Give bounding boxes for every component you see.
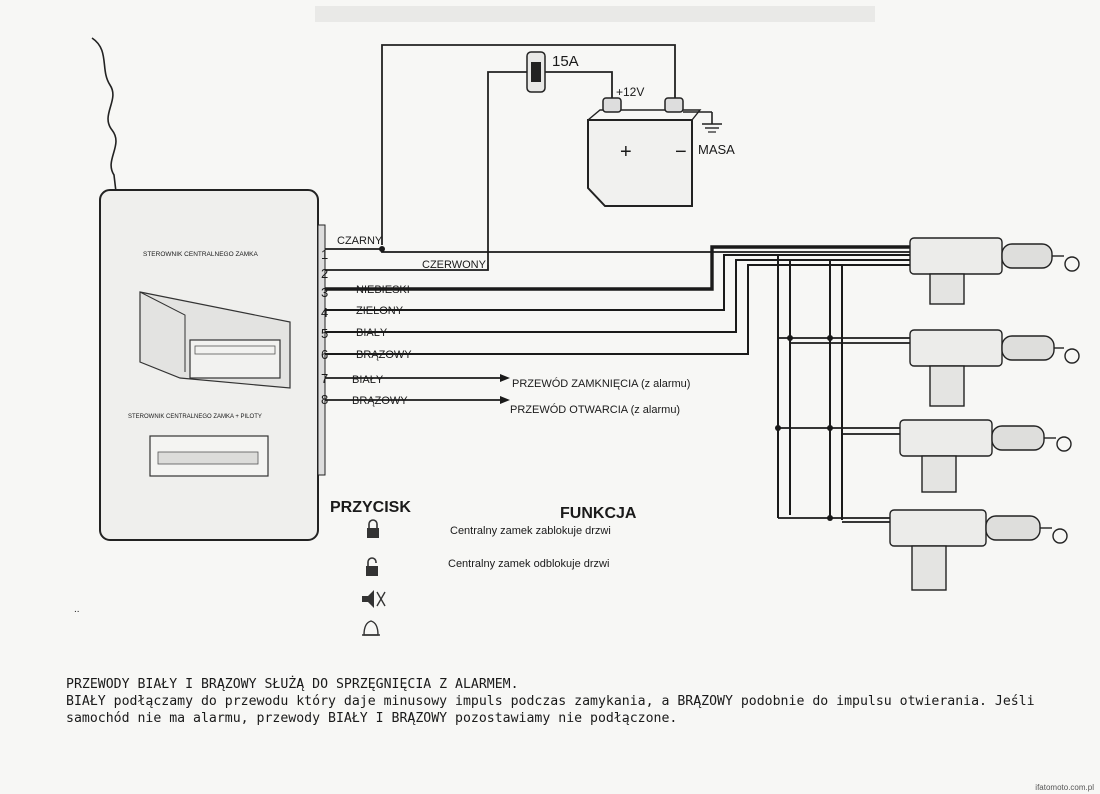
wire-number-5: 5: [321, 326, 328, 341]
speaker-mute-icon: [362, 590, 386, 608]
module-drawing: [139, 291, 291, 389]
margin-mark: ..: [74, 604, 80, 615]
function-row-1: Centralny zamek zablokuje drzwi: [450, 525, 611, 537]
wire-label-6: BRĄZOWY: [356, 349, 412, 361]
wire-label-1: CZARNY: [337, 235, 383, 247]
wire-number-4: 4: [321, 305, 328, 320]
fuse-label: 15A: [552, 53, 579, 70]
fuse: [526, 51, 546, 93]
wire-number-3: 3: [321, 285, 328, 300]
battery-voltage-label: +12V: [616, 85, 644, 99]
wire-destination-8: PRZEWÓD OTWARCIA (z alarmu): [510, 403, 680, 416]
function-table: PRZYCISK FUNKCJA Centralny zamek zabloku…: [330, 499, 637, 636]
wire-label-7: BIAŁY: [352, 374, 384, 386]
col-function-header: FUNKCJA: [560, 505, 637, 522]
battery: [587, 97, 702, 207]
wire-label-4: ZIELONY: [356, 305, 404, 317]
note-line-3: samochód nie ma alarmu, przewody BIAŁY I…: [66, 711, 678, 726]
door-actuators: [889, 237, 1080, 591]
note-line-2: BIAŁY podłączamy do przewodu który daje …: [66, 694, 1035, 709]
actuator-3: [899, 419, 1072, 493]
arrowheads: [500, 374, 510, 404]
wire-number-2: 2: [321, 266, 328, 281]
antenna-wire: [91, 37, 117, 193]
function-row-2: Centralny zamek odblokuje drzwi: [448, 558, 609, 570]
battery-positive-symbol: +: [620, 141, 632, 163]
control-module: STEROWNIK CENTRALNEGO ZAMKA STEROWNIK CE…: [99, 189, 326, 541]
bell-icon: [362, 620, 380, 636]
wire-labels: CZARNY CZERWONY NIEBIESKI ZIELONY BIAŁY …: [337, 235, 690, 416]
wire-label-5: BIAŁY: [356, 327, 388, 339]
watermark: ifatomoto.com.pl: [1035, 783, 1094, 792]
connector-drawing: [149, 435, 269, 477]
col-button-header: PRZYCISK: [330, 499, 411, 516]
note-line-1: PRZEWODY BIAŁY I BRĄZOWY SŁUŻĄ DO SPRZĘG…: [66, 677, 519, 692]
module-title-top: STEROWNIK CENTRALNEGO ZAMKA: [143, 251, 259, 258]
wire-number-1: 1: [321, 247, 328, 262]
ground-symbol: [683, 111, 722, 133]
actuator-2: [909, 329, 1080, 407]
junction-dots: [379, 246, 833, 521]
wire-destination-7: PRZEWÓD ZAMKNIĘCIA (z alarmu): [512, 377, 690, 390]
installation-note: PRZEWODY BIAŁY I BRĄZOWY SŁUŻĄ DO SPRZĘG…: [66, 676, 1076, 727]
wire-number-6: 6: [321, 347, 328, 362]
wire-number-8: 8: [321, 392, 328, 407]
padlock-open-icon: [366, 557, 378, 576]
wire-number-7: 7: [321, 371, 328, 386]
padlock-closed-icon: [367, 519, 379, 538]
actuator-1: [909, 237, 1080, 305]
header-smudge: [315, 6, 875, 22]
module-title-bottom: STEROWNIK CENTRALNEGO ZAMKA + PILOTY: [128, 414, 262, 420]
ground-label: MASA: [698, 142, 735, 157]
wire-numbers: 1 2 3 4 5 6 7 8: [321, 247, 328, 407]
actuator-4: [889, 509, 1068, 591]
battery-negative-symbol: −: [675, 141, 687, 163]
wire-label-8: BRĄZOWY: [352, 395, 408, 407]
wire-label-3: NIEBIESKI: [356, 284, 410, 296]
power-section: 15A +12V + − MASA: [381, 44, 735, 265]
wire-label-2: CZERWONY: [422, 259, 487, 271]
